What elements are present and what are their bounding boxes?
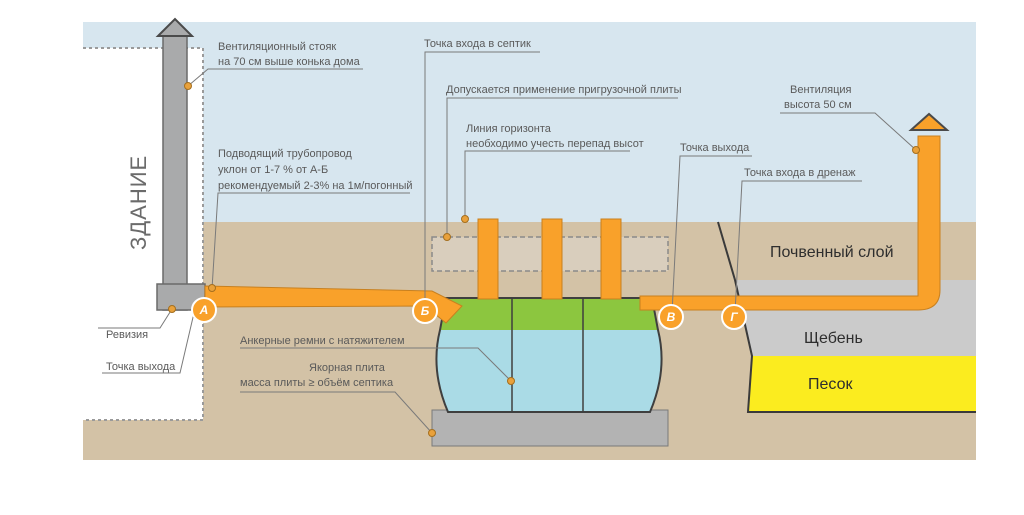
label-horizon-2: необходимо учесть перепад высот bbox=[466, 138, 644, 150]
label-exit-point: Точка выхода bbox=[680, 142, 750, 154]
label-inlet-pipe-3: рекомендуемый 2-3% на 1м/погонный bbox=[218, 180, 413, 192]
leader-inlet-pipe bbox=[211, 192, 410, 290]
label-inlet-pipe-1: Подводящий трубопровод bbox=[218, 148, 352, 160]
leader-anchor-plate bbox=[240, 391, 433, 434]
svg-text:В: В bbox=[667, 310, 676, 324]
label-revision: Ревизия bbox=[106, 329, 148, 341]
dot-revision bbox=[168, 305, 176, 313]
point-marker-a: А bbox=[191, 297, 217, 323]
building-label: ЗДАНИЕ bbox=[126, 155, 151, 250]
leader-anchor-straps bbox=[240, 347, 512, 382]
leader-drain-inlet bbox=[734, 180, 862, 314]
leader-building-exit bbox=[102, 312, 195, 374]
svg-text:Г: Г bbox=[730, 310, 738, 324]
label-horizon-1: Линия горизонта bbox=[466, 123, 552, 135]
label-drain-inlet: Точка входа в дренаж bbox=[744, 167, 856, 179]
tank-neck-2 bbox=[541, 218, 563, 300]
leader-ventilation bbox=[780, 112, 917, 151]
leader-vent-riser bbox=[187, 68, 363, 87]
dot-ballast bbox=[443, 233, 451, 241]
leader-ballast bbox=[446, 97, 678, 237]
vent-riser bbox=[162, 34, 188, 311]
anchor-plate bbox=[431, 409, 669, 447]
riser-cap bbox=[155, 17, 195, 37]
point-marker-g: Г bbox=[721, 304, 747, 330]
tank-water bbox=[436, 330, 662, 412]
tank-top bbox=[440, 298, 658, 330]
leader-septic-inlet bbox=[424, 51, 540, 311]
label-building-exit: Точка выхода bbox=[106, 361, 176, 373]
dot-horizon bbox=[461, 215, 469, 223]
outlet-pipe bbox=[639, 135, 941, 311]
label-inlet-pipe-2: уклон от 1-7 % от А-Б bbox=[218, 164, 328, 176]
tank-neck-3 bbox=[600, 218, 622, 300]
sand-label: Песок bbox=[808, 376, 853, 393]
label-ballast-plate: Допускается применение пригрузочной плит… bbox=[446, 84, 682, 96]
sand-layer bbox=[748, 356, 976, 412]
leader-horizon bbox=[464, 150, 630, 219]
svg-text:А: А bbox=[199, 303, 209, 317]
label-anchor-straps: Анкерные ремни с натяжителем bbox=[240, 335, 405, 347]
label-ventilation-2: высота 50 см bbox=[784, 99, 852, 111]
tank-outline bbox=[435, 297, 663, 413]
leader-dots bbox=[168, 82, 920, 437]
label-septic-inlet: Точка входа в септик bbox=[424, 38, 531, 50]
label-anchor-plate-1: Якорная плита bbox=[309, 362, 386, 374]
building-outline bbox=[83, 47, 204, 421]
leader-exit-point bbox=[671, 155, 752, 314]
label-anchor-plate-2: масса плиты ≥ объём септика bbox=[240, 377, 394, 389]
point-marker-b: Б bbox=[412, 298, 438, 324]
point-marker-v: В bbox=[658, 304, 684, 330]
septic-tank bbox=[435, 218, 663, 413]
label-ventilation-1: Вентиляция bbox=[790, 84, 852, 96]
sky-background bbox=[83, 22, 976, 222]
trench-outline bbox=[717, 221, 976, 413]
soil-layer-label: Почвенный слой bbox=[770, 244, 894, 261]
label-vent-riser-1: Вентиляционный стояк bbox=[218, 41, 336, 53]
leader-revision bbox=[98, 308, 173, 329]
dot-anchor-straps bbox=[507, 377, 515, 385]
tank-neck-1 bbox=[477, 218, 499, 300]
vent-cap bbox=[908, 112, 950, 131]
dot-anchor-plate bbox=[428, 429, 436, 437]
dot-inlet-pipe bbox=[208, 284, 216, 292]
dot-vent-riser bbox=[184, 82, 192, 90]
gravel-label: Щебень bbox=[804, 330, 863, 347]
label-vent-riser-2: на 70 см выше конька дома bbox=[218, 56, 361, 68]
dot-ventilation bbox=[912, 146, 920, 154]
svg-text:Б: Б bbox=[421, 304, 430, 318]
